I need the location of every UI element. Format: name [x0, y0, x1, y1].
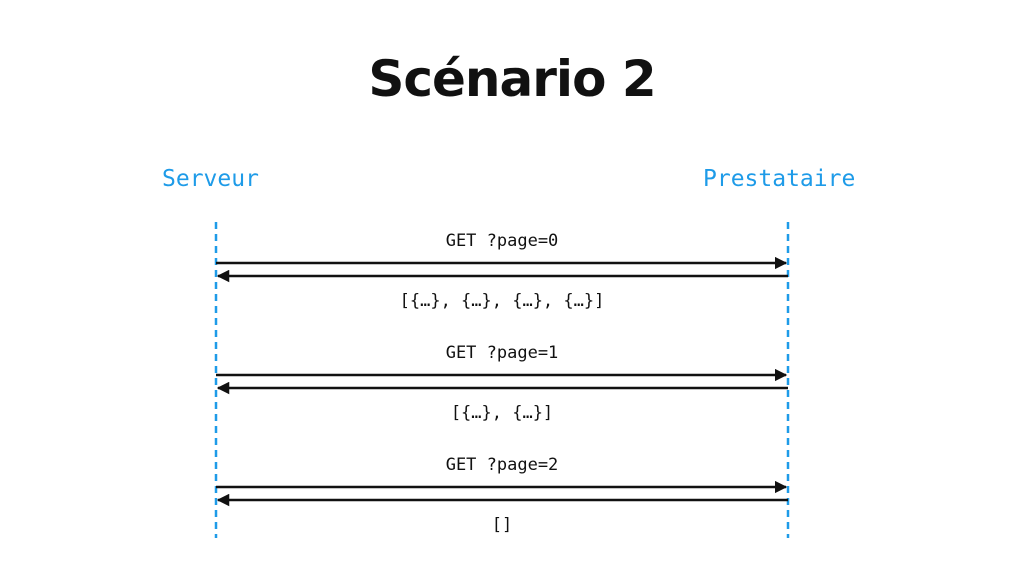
request-label-page-1: GET ?page=1 [445, 343, 559, 363]
participant-serveur: Serveur [162, 166, 259, 192]
slide-title: Scénario 2 [368, 50, 656, 108]
request-label-page-0: GET ?page=0 [445, 231, 559, 251]
response-label-page-2: [] [491, 515, 513, 535]
response-label-page-1: [{…}, {…}] [450, 403, 554, 423]
response-label-page-0: [{…}, {…}, {…}, {…}] [399, 291, 605, 311]
participant-prestataire: Prestataire [703, 166, 856, 192]
request-label-page-2: GET ?page=2 [445, 455, 559, 475]
